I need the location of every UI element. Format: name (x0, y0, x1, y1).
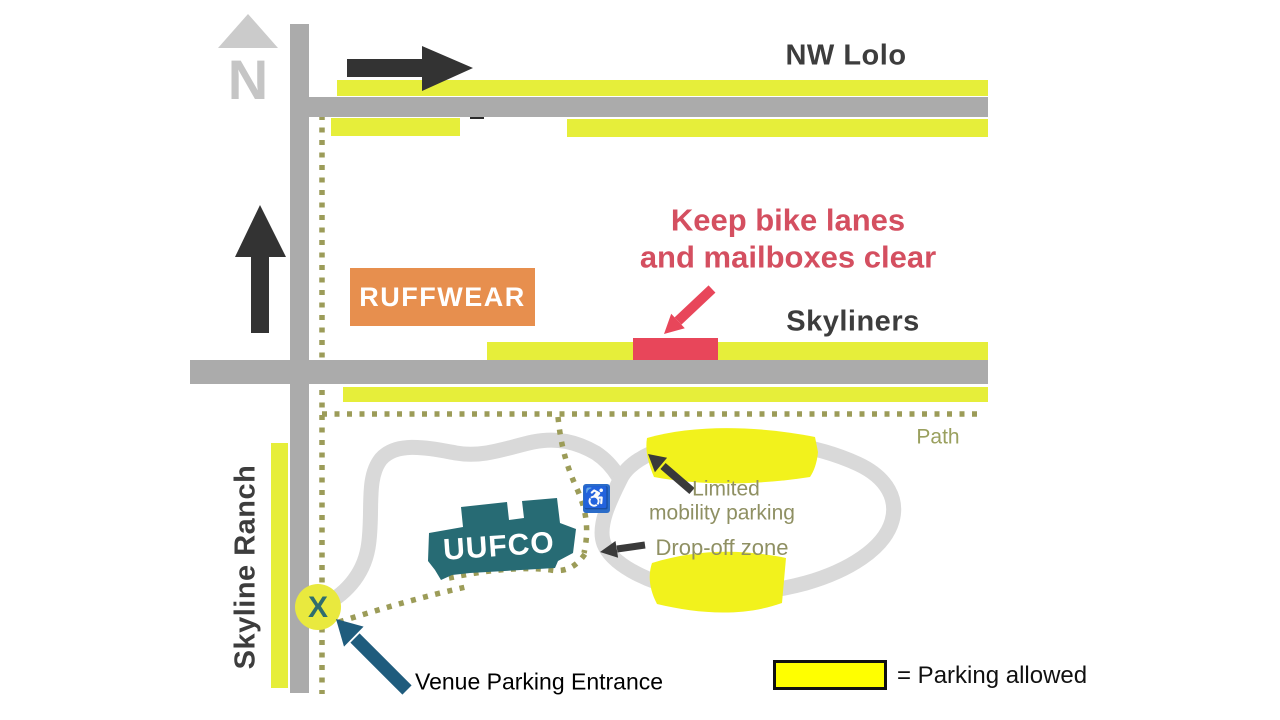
nw-lolo-road (308, 97, 988, 117)
warning-arrow-shaft (674, 285, 716, 325)
uufco-label: UUFCO (442, 526, 556, 567)
limited-mobility-label-line1: Limited (692, 477, 760, 501)
entrance-arrow-icon (336, 619, 364, 647)
loop-parking-highlight-top (646, 428, 818, 484)
legend-parking-label: = Parking allowed (897, 662, 1088, 689)
compass-north-label: N (227, 48, 269, 111)
mobility-arrow-icon (648, 454, 668, 473)
wheelchair-icon: ♿ (583, 486, 610, 510)
entrance-marker-circle (295, 584, 341, 630)
parking-strip-skyliners-north (487, 342, 988, 360)
ruffwear-building: RUFFWEAR (350, 268, 535, 326)
north-triangle-icon (218, 14, 278, 48)
limited-mobility-label-line2: mobility parking (649, 501, 795, 525)
entrance-marker: X (307, 591, 329, 624)
legend-parking-swatch (773, 660, 887, 690)
path-label: Path (916, 425, 960, 449)
entrance-arrow-shaft (350, 633, 412, 695)
walking-path-building (448, 552, 588, 581)
mobility-arrow-shaft (660, 462, 695, 495)
parking-strip-nwlolo-south-east (567, 119, 988, 137)
no-parking-zone (633, 338, 718, 360)
parking-strip-nwlolo-north (337, 80, 988, 96)
warning-text-line1: Keep bike lanes (670, 202, 906, 238)
skyliners-road (190, 360, 988, 384)
accessible-parking-icon: ♿ (583, 484, 610, 513)
parking-strip-nwlolo-south-west (331, 118, 460, 136)
street-label-nw-lolo: NW Lolo (785, 39, 907, 72)
parking-strip-skyline-ranch (271, 443, 288, 688)
street-label-skyline-ranch: Skyline Ranch (229, 464, 262, 670)
skyline-ranch-road (290, 24, 309, 693)
parking-strip-skyliners-south (343, 387, 988, 402)
dropoff-arrow-icon (600, 541, 619, 558)
venue-entrance-label: Venue Parking Entrance (415, 668, 664, 695)
dropoff-zone-label: Drop-off zone (655, 535, 789, 560)
right-arrow-icon (347, 46, 473, 91)
warning-text-line2: and mailboxes clear (639, 239, 937, 275)
warning-arrow-icon (664, 313, 685, 334)
up-arrow-icon (235, 205, 286, 333)
loop-parking-highlight-bottom (649, 551, 786, 613)
street-label-skyliners: Skyliners (786, 305, 920, 338)
driveway (312, 432, 626, 615)
ruffwear-label: RUFFWEAR (359, 281, 526, 312)
walking-path-entrance (338, 584, 467, 625)
uufco-building-shape (428, 498, 576, 580)
dropoff-arrow-shaft (616, 541, 646, 553)
